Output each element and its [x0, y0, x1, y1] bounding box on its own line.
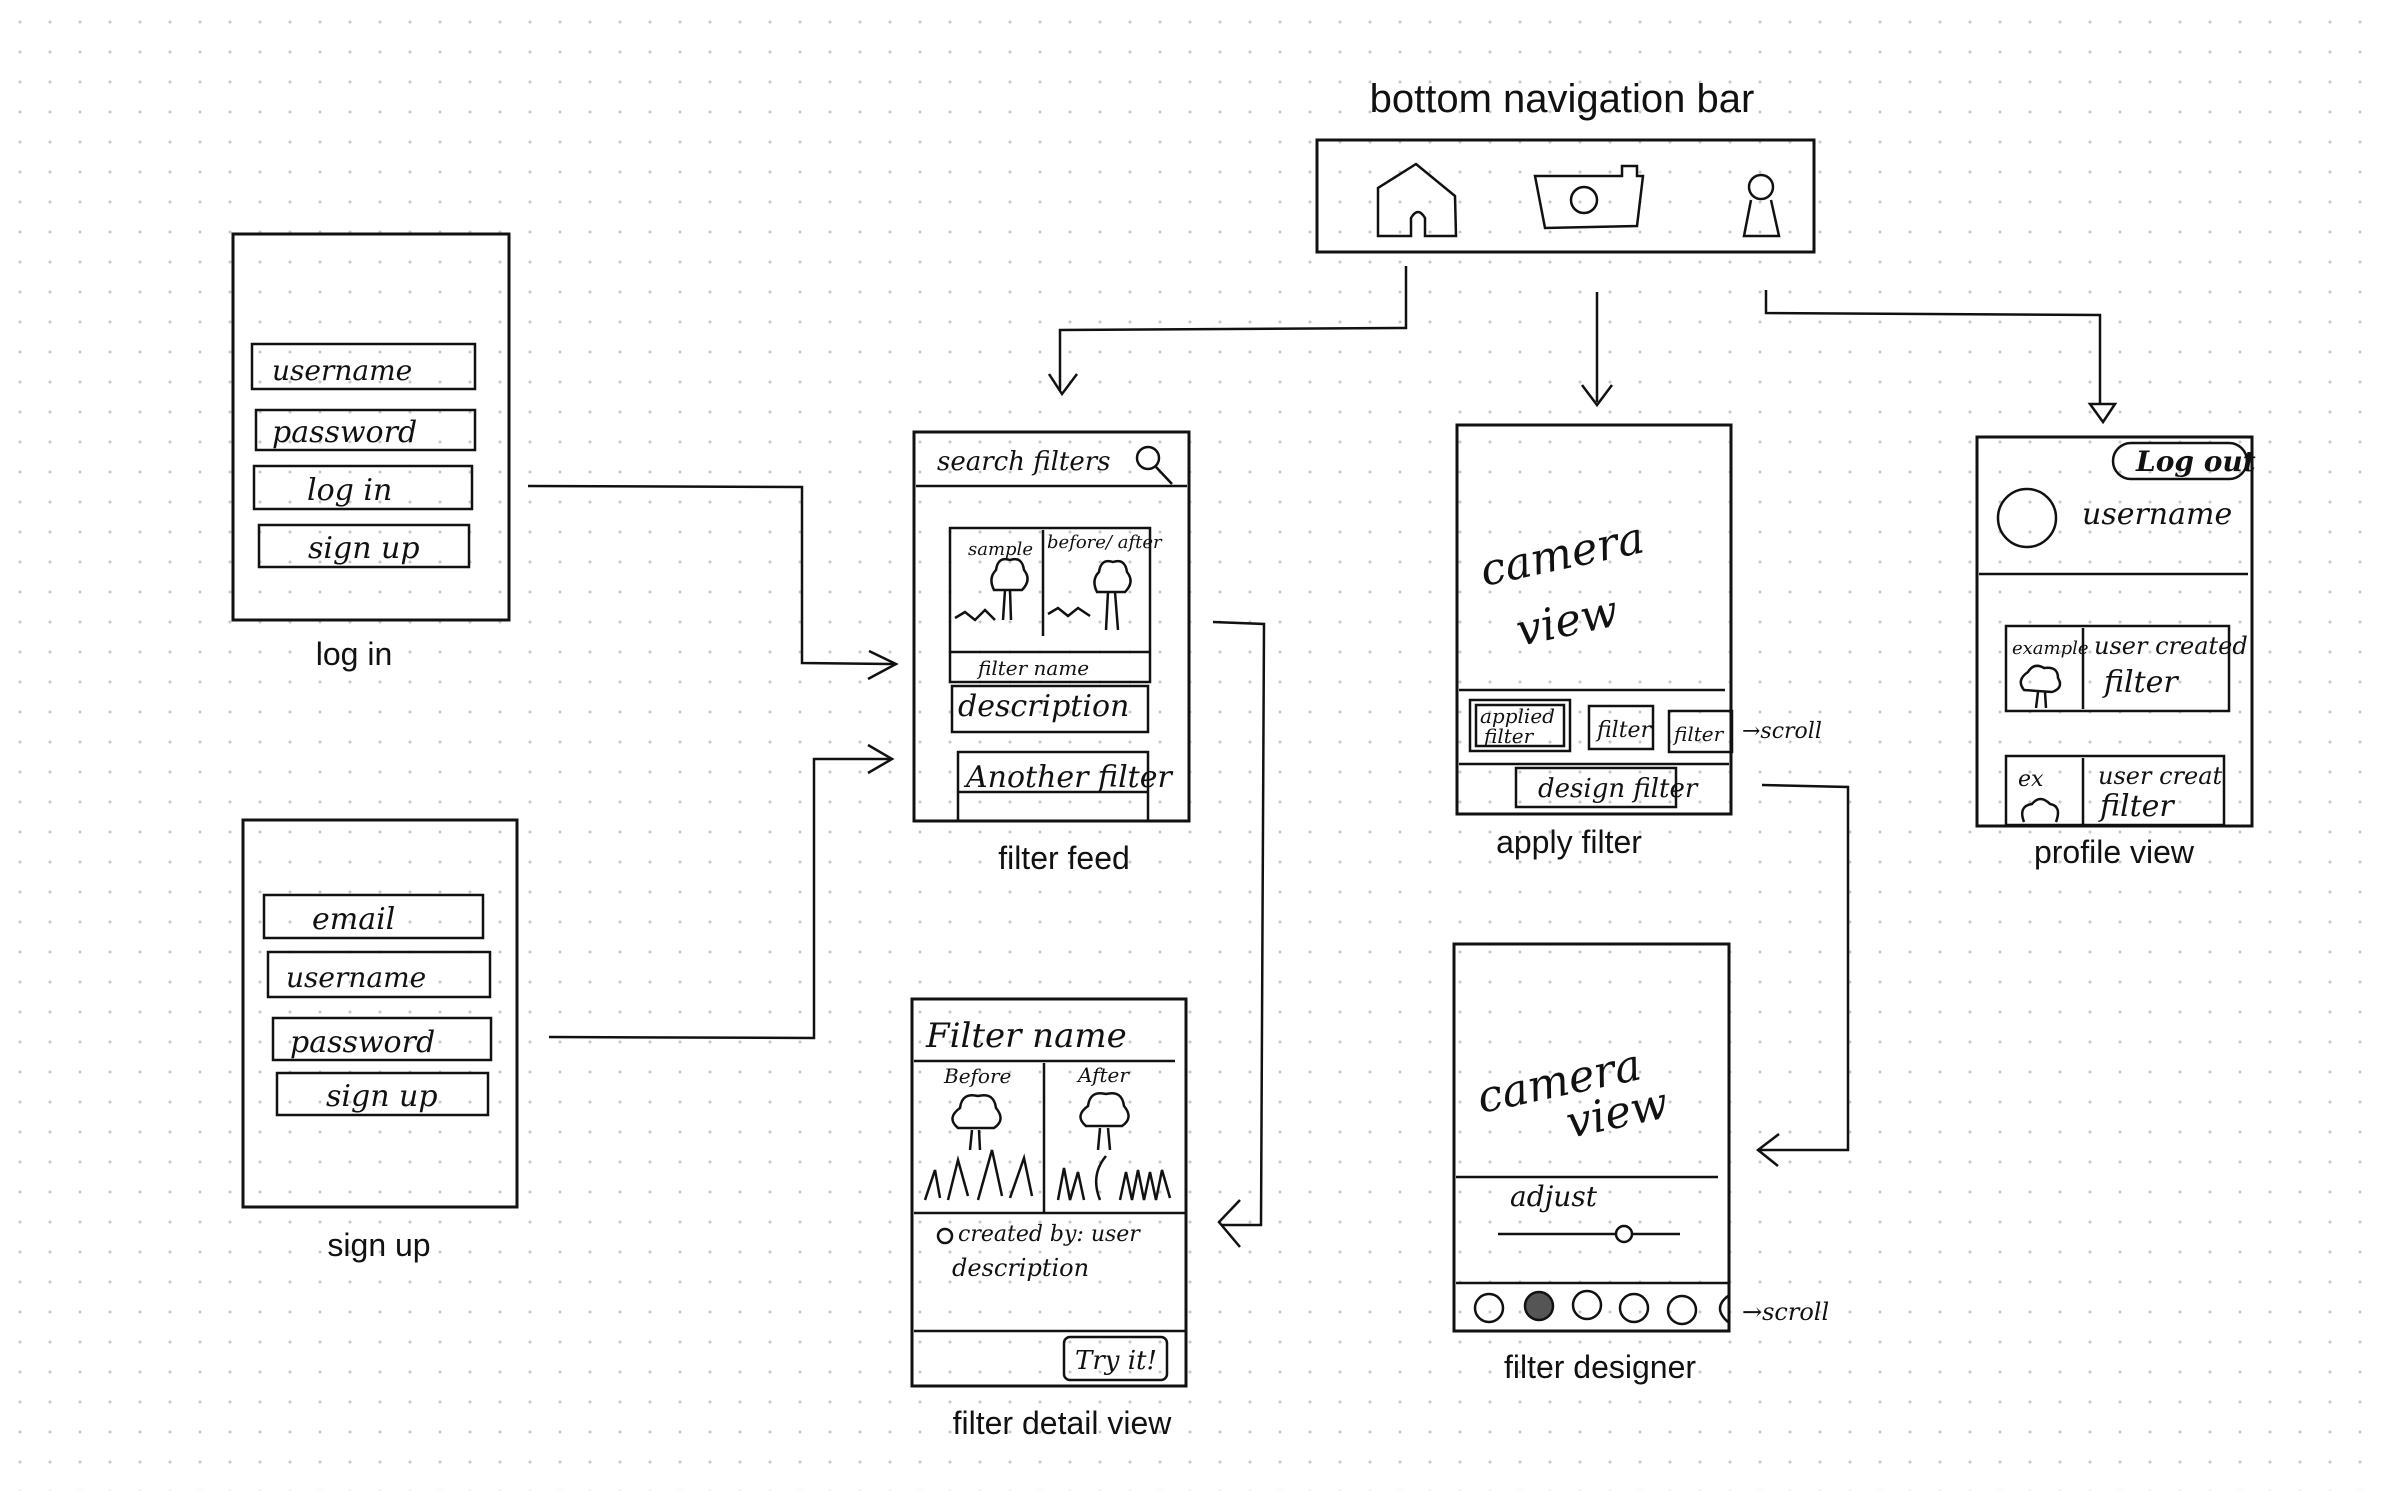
- detail-description: description: [952, 1254, 1089, 1282]
- profile-username: username: [2082, 497, 2232, 532]
- card-sample-label: sample: [968, 539, 1033, 560]
- profile-avatar: [1996, 487, 2058, 549]
- user-filter-card[interactable]: [2004, 624, 2231, 713]
- applied-chip-line2: filter: [1482, 724, 1535, 748]
- try-it-label: Try it!: [1075, 1346, 1157, 1376]
- apply-camera-line1: camera: [1476, 512, 1649, 596]
- filter-card[interactable]: [948, 526, 1152, 684]
- filter-designer-screen: camera view adjust →scroll filter design…: [1452, 942, 1829, 1385]
- filter-feed-caption: filter feed: [998, 840, 1130, 876]
- signup-button[interactable]: [275, 1071, 490, 1117]
- try-it-button[interactable]: [1062, 1335, 1169, 1382]
- filter-chip[interactable]: [1667, 709, 1734, 754]
- adjust-slider-thumb[interactable]: [1614, 1224, 1634, 1244]
- detail-title: Filter name: [925, 1016, 1127, 1056]
- card2-label-line2: filter: [2098, 789, 2175, 824]
- before-tree-icon: [923, 1094, 1034, 1201]
- nav-bar-title: bottom navigation bar: [1370, 77, 1755, 121]
- feed-detail-connector: [1212, 620, 1266, 1248]
- card1-example: example: [2012, 638, 2089, 659]
- apply-scroll-hint: →scroll: [1742, 719, 1822, 744]
- filter-detail-caption: filter detail view: [953, 1405, 1173, 1441]
- signup-screen: email username password sign up sign up: [241, 818, 519, 1263]
- logout-label: Log out: [2135, 445, 2256, 478]
- signup-password-placeholder: password: [290, 1025, 435, 1060]
- nav-bar-group: bottom navigation bar: [1315, 77, 1816, 254]
- person-icon[interactable]: [1742, 173, 1781, 238]
- filter-designer-caption: filter designer: [1504, 1349, 1696, 1385]
- apply-camera-line2: view: [1512, 586, 1623, 657]
- login-screen: username password log in sign up log in: [231, 232, 511, 672]
- logout-button[interactable]: [2111, 441, 2249, 481]
- profile-screen: Log out username example user created fi…: [1975, 435, 2256, 870]
- login-button[interactable]: [252, 464, 474, 511]
- home-icon[interactable]: [1376, 162, 1458, 238]
- signup-email-placeholder: email: [312, 902, 395, 937]
- filter-chip[interactable]: [1587, 704, 1655, 751]
- profile-caption: profile view: [2034, 834, 2195, 870]
- login-signup-button[interactable]: [257, 523, 471, 569]
- card-description: description: [958, 689, 1129, 724]
- login-caption: log in: [316, 636, 393, 672]
- card2-label-line1: user creat: [2098, 762, 2223, 790]
- login-password-field[interactable]: [254, 408, 477, 452]
- adjust-label: adjust: [1510, 1180, 1598, 1213]
- next-filter-title: Another filter: [963, 760, 1173, 795]
- designer-scroll-hint: →scroll: [1742, 1298, 1829, 1326]
- login-password-placeholder: password: [272, 415, 417, 450]
- next-filter-card[interactable]: [956, 750, 1150, 823]
- filter-feed-screen: search filters sample before/ after filt…: [912, 430, 1191, 876]
- search-icon[interactable]: [1135, 445, 1173, 485]
- login-signup-button-label: sign up: [308, 531, 420, 566]
- card1-label-line1: user created: [2094, 632, 2248, 660]
- applied-filter-chip[interactable]: [1468, 698, 1572, 753]
- design-filter-button[interactable]: [1514, 766, 1678, 809]
- signup-username-placeholder: username: [286, 961, 426, 994]
- filter-swatch-strip[interactable]: [1473, 1289, 1729, 1326]
- camera-icon[interactable]: [1533, 164, 1645, 230]
- nav-connectors: [1047, 266, 2118, 425]
- filter-chip-label-1: filter: [1595, 718, 1653, 743]
- signup-email-field[interactable]: [262, 893, 485, 940]
- card1-tree-icon: [2019, 664, 2062, 709]
- apply-filter-caption: apply filter: [1496, 824, 1642, 860]
- login-username-placeholder: username: [272, 354, 412, 387]
- creator-avatar: [936, 1227, 954, 1245]
- signup-password-field[interactable]: [271, 1016, 493, 1062]
- card-before-after-label: before/ after: [1047, 532, 1163, 553]
- detail-after-label: After: [1076, 1063, 1130, 1087]
- card-filter-name: filter name: [976, 656, 1089, 680]
- login-username-field[interactable]: [250, 342, 477, 391]
- apply-designer-connector: [1755, 783, 1850, 1167]
- signup-button-label: sign up: [326, 1079, 438, 1114]
- applied-chip-line1: applied: [1480, 704, 1555, 728]
- signup-caption: sign up: [327, 1227, 430, 1263]
- auth-connectors: [527, 484, 899, 1040]
- nav-bar: [1315, 138, 1816, 254]
- card-description-box: [950, 684, 1150, 734]
- user-filter-card[interactable]: [2004, 754, 2226, 827]
- filter-chip-label-2: filter: [1672, 722, 1725, 746]
- detail-created-by: created by: user: [958, 1222, 1141, 1247]
- card2-tree-icon: [2021, 797, 2060, 823]
- card1-label-line2: filter: [2102, 665, 2179, 700]
- filter-detail-screen: Filter name Before After created by: use…: [910, 997, 1188, 1441]
- detail-before-label: Before: [943, 1064, 1011, 1088]
- card2-example: ex: [2018, 767, 2044, 792]
- search-filters-placeholder: search filters: [937, 447, 1111, 477]
- after-tree-icon: [1056, 1092, 1172, 1201]
- design-filter-label: design filter: [1538, 774, 1699, 804]
- tree-icon: [954, 557, 1132, 631]
- apply-filter-screen: camera view applied filter filter filter…: [1455, 423, 1822, 860]
- signup-username-field[interactable]: [266, 950, 492, 999]
- login-button-label: log in: [307, 473, 392, 508]
